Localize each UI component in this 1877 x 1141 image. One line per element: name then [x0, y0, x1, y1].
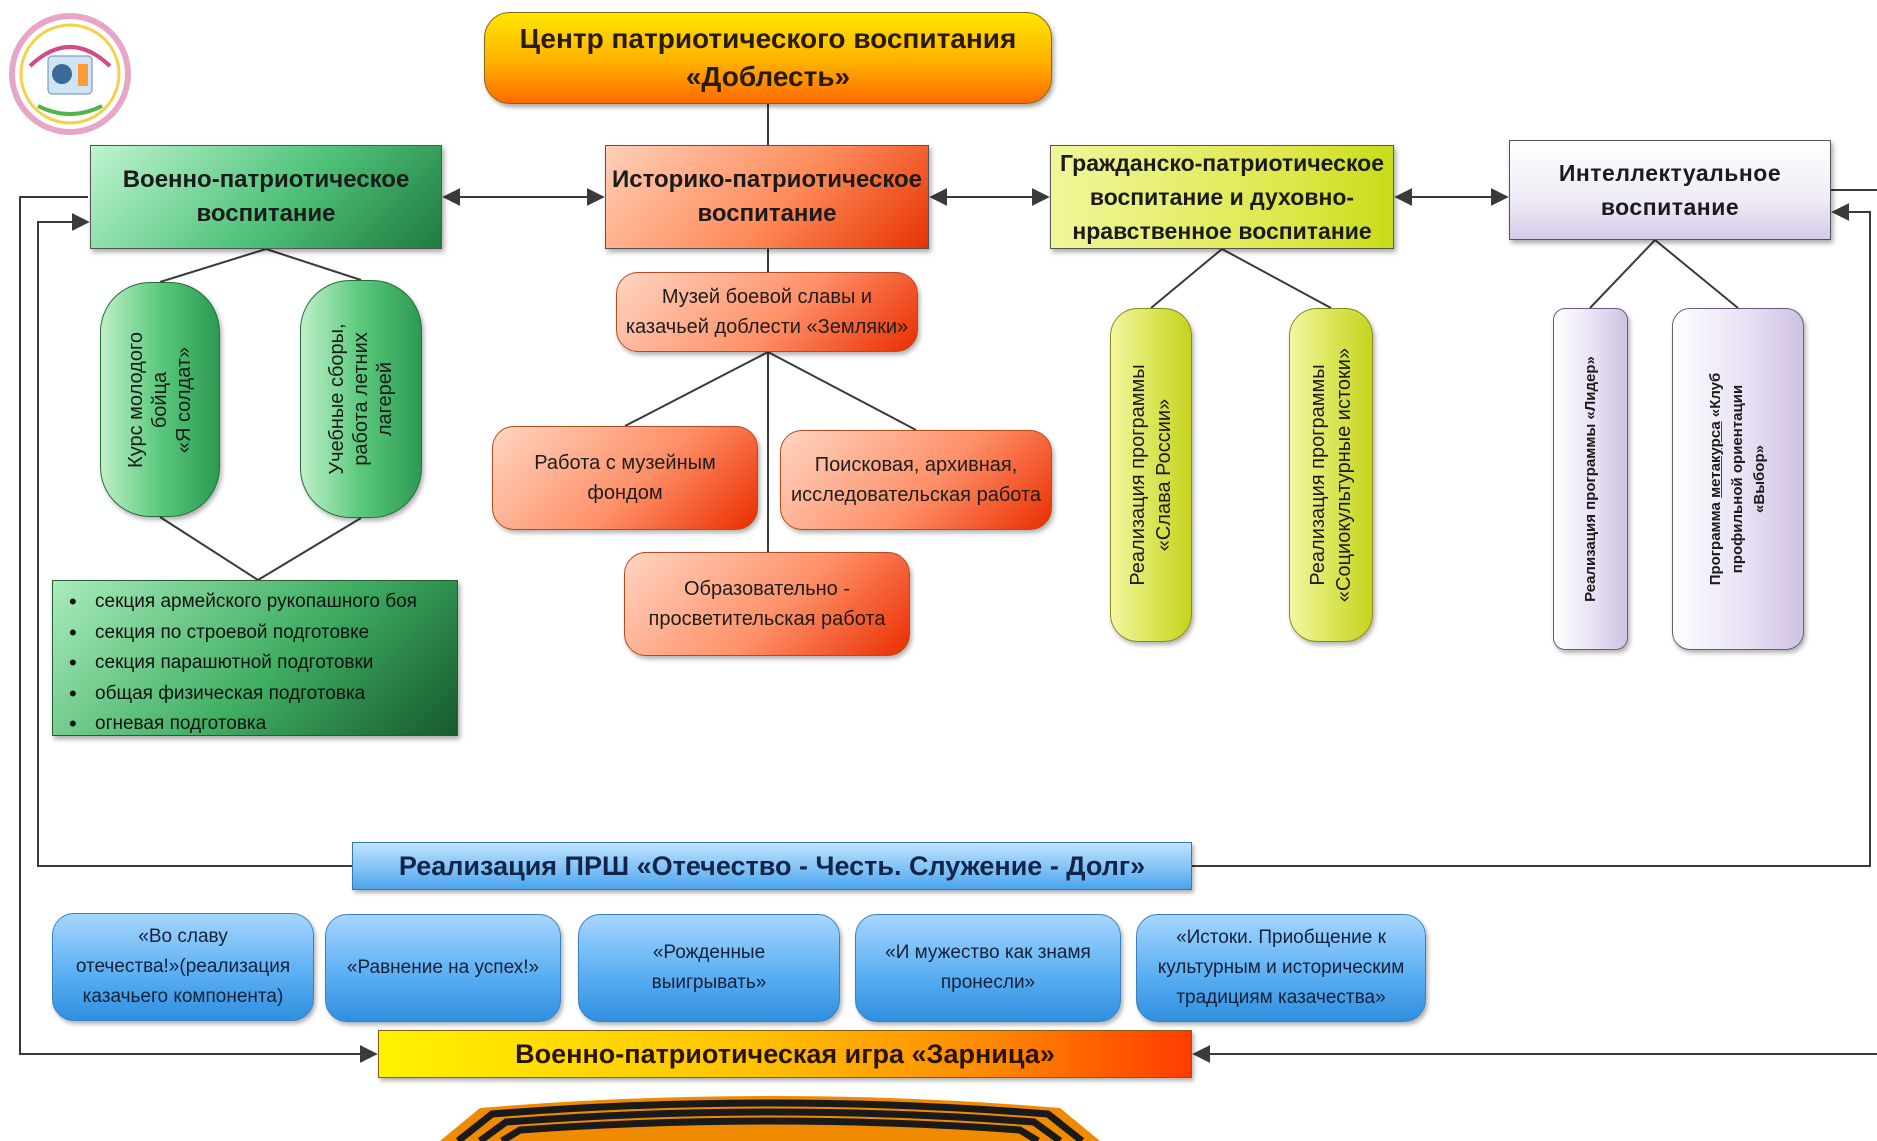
museum-line1: Музей боевой славы и	[661, 286, 873, 308]
direction-civic: Гражданско-патриотическое воспитание и д…	[1050, 145, 1394, 249]
museum-fund-line2: фондом	[587, 482, 663, 504]
prsh-banner: Реализация ПРШ «Отечество - Честь. Служе…	[352, 842, 1192, 890]
program-choice-line1: Программа метакурса «Клуб	[1705, 373, 1727, 586]
project-2-line1: «Равнение на успех!»	[346, 957, 540, 978]
project-box: «Истоки. Приобщение к культурным и истор…	[1136, 914, 1426, 1022]
edu-work-line1: Образовательно -	[683, 578, 851, 600]
military-camps-line2: работа летних	[350, 332, 372, 466]
project-3-line2: выигрывать»	[651, 972, 767, 993]
center-title-line1: Центр патриотического воспитания	[519, 23, 1017, 54]
program-roots-line2: «Социокультурные истоки»	[1333, 347, 1355, 603]
project-1-line1: «Во славу	[138, 926, 228, 947]
project-3-line1: «Рожденные	[652, 942, 766, 963]
program-choice-line1-b: метакурса	[1707, 421, 1724, 498]
st-george-ribbon-icon	[440, 1096, 1100, 1141]
military-camps-line3: лагерей	[374, 361, 396, 437]
center-title-box: Центр патриотического воспитания «Доблес…	[484, 12, 1052, 104]
project-5-line1: «Истоки. Приобщение к	[1176, 927, 1386, 948]
direction-military-line2: воспитание	[196, 200, 336, 227]
project-4-line2: пронесли»	[940, 972, 1036, 993]
project-4-line1: «И мужество как знамя	[885, 942, 1091, 963]
military-camps-pill: Учебные сборы, работа летних лагерей	[300, 280, 422, 518]
military-course-line2: бойца	[149, 371, 171, 428]
list-item: огневая подготовка	[65, 709, 451, 740]
program-leader-line1: Реализация программы «Лидер»	[1581, 356, 1599, 602]
direction-military-line1: Военно-патриотическое	[122, 166, 410, 193]
program-choice-line2: профильной ориентации	[1729, 384, 1746, 574]
museum-fund-line1: Работа с музейным	[534, 452, 716, 474]
military-sections-list: секция армейского рукопашного боя секция…	[52, 580, 458, 739]
project-box: «И мужество как знамя пронесли»	[855, 914, 1121, 1022]
program-roots-pill: Реализация программы «Социокультурные ис…	[1289, 308, 1373, 642]
list-item: общая физическая подготовка	[65, 679, 451, 710]
zarnitsa-banner: Военно-патриотическая игра «Зарница»	[378, 1030, 1192, 1078]
project-1-line2: отечества!»(реализация	[75, 956, 291, 977]
direction-intellectual: Интеллектуальное воспитание	[1509, 140, 1831, 240]
museum-line2: казачьей доблести «Земляки»	[625, 316, 909, 338]
museum-fund-node: Работа с музейным фондом	[492, 426, 758, 530]
direction-military: Военно-патриотическое воспитание	[90, 145, 442, 249]
list-item: секция парашютной подготовки	[65, 648, 451, 679]
project-1-line3: казачьего компонента)	[82, 986, 284, 1007]
program-choice-pill: Программа метакурса «Клуб профильной ори…	[1672, 308, 1804, 650]
project-5-line2: культурным и историческим	[1157, 957, 1405, 978]
search-work-line2: исследовательская работа	[790, 484, 1042, 506]
direction-intellectual-line2: воспитание	[1600, 194, 1740, 220]
prsh-label: Реализация ПРШ «Отечество - Честь. Служе…	[398, 850, 1146, 881]
program-choice-line1-a: Программа	[1707, 497, 1724, 586]
search-work-node: Поисковая, архивная, исследовательская р…	[780, 430, 1052, 530]
direction-civic-line3: нравственное воспитание	[1072, 218, 1372, 244]
program-leader-pill: Реализация программы «Лидер»	[1553, 308, 1628, 650]
project-5-line3: традициям казачества»	[1176, 987, 1386, 1008]
edu-work-line2: просветительская работа	[648, 608, 886, 630]
zarnitsa-label: Военно-патриотическая игра «Зарница»	[515, 1038, 1055, 1069]
museum-node: Музей боевой славы и казачьей доблести «…	[616, 272, 918, 352]
list-item: секция по строевой подготовке	[65, 618, 451, 649]
program-choice-line3: «Выбор»	[1751, 445, 1768, 513]
search-work-line1: Поисковая, архивная,	[814, 454, 1018, 476]
direction-historical: Историко-патриотическое воспитание	[605, 145, 929, 249]
list-item: секция армейского рукопашного боя	[65, 587, 451, 618]
direction-historical-line1: Историко-патриотическое	[611, 166, 923, 193]
military-course-line3: «Я солдат»	[173, 346, 195, 453]
program-glory-pill: Реализация программы «Слава России»	[1110, 308, 1192, 642]
program-glory-line1: Реализация программы	[1127, 364, 1149, 586]
military-camps-line1: Учебные сборы,	[326, 323, 348, 475]
project-box: «Рожденные выигрывать»	[578, 914, 840, 1022]
military-course-line1: Курс молодого	[125, 331, 147, 468]
program-glory-line2: «Слава России»	[1153, 398, 1175, 552]
direction-historical-line2: воспитание	[697, 200, 837, 227]
military-course-pill: Курс молодого бойца «Я солдат»	[100, 282, 220, 517]
direction-intellectual-line1: Интеллектуальное	[1558, 160, 1782, 186]
direction-civic-line1: Гражданско-патриотическое	[1060, 150, 1384, 176]
direction-civic-line2: воспитание и духовно-	[1089, 184, 1355, 210]
edu-work-node: Образовательно - просветительская работа	[624, 552, 910, 656]
project-box: «Равнение на успех!»	[325, 914, 561, 1022]
school-emblem-icon	[9, 13, 131, 135]
center-title-line2: «Доблесть»	[685, 61, 851, 92]
program-choice-line1-c: «Клуб	[1707, 372, 1724, 422]
program-roots-line1: Реализация программы	[1307, 364, 1329, 586]
project-box: «Во славу отечества!»(реализация казачье…	[52, 913, 314, 1021]
